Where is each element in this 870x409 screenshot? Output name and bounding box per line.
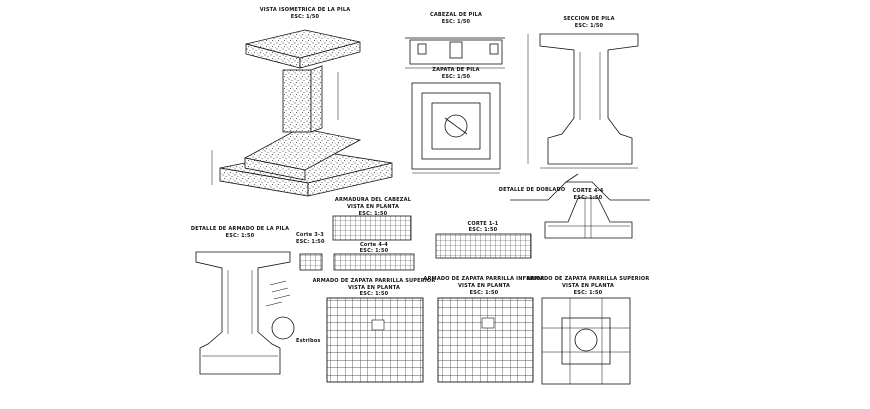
corte11-scale: ESC: 1:50 — [468, 227, 498, 233]
isometric-pile-view — [211, 29, 393, 197]
armadura-cabezal-subtitle: VISTA EN PLANTA — [346, 204, 400, 210]
corte11-title: CORTE 1-1 — [467, 221, 499, 227]
cabezal-scale: ESC: 1/50 — [441, 19, 471, 25]
zap-inf-subtitle: VISTA EN PLANTA — [457, 283, 511, 289]
cabezal-elevation — [405, 37, 505, 69]
corte11-section — [435, 233, 532, 259]
armadura-cabezal-title: ARMADURA DEL CABEZAL — [334, 197, 412, 203]
zap-sup-subtitle: VISTA EN PLANTA — [347, 285, 401, 291]
corte33-scale: ESC: 1:50 — [296, 239, 325, 245]
iso-footing-side — [307, 162, 393, 197]
zapata-scale: ESC: 1/50 — [441, 74, 471, 80]
iso-column — [282, 69, 312, 133]
doblado-title: DETALLE DE DOBLADO — [498, 187, 566, 193]
zap-inf-title: ARMADO DE ZAPATA PARRILLA INFERIOR — [423, 276, 545, 282]
zap-inf-scale: ESC: 1:50 — [469, 290, 499, 296]
armado-pila-title: DETALLE DE ARMADO DE LA PILA — [190, 226, 290, 232]
corte44b-title: Corte 4-4 — [360, 242, 388, 248]
zap-sup2-scale: ESC: 1:50 — [573, 290, 603, 296]
armado-pila-detail — [195, 251, 295, 375]
zapata-title: ZAPATA DE PILA — [432, 67, 480, 73]
corte44-section — [544, 197, 633, 239]
zap-sup2-title: ARMADO DE ZAPATA PARRILLA SUPERIOR — [526, 276, 650, 282]
zap-sup2-subtitle: VISTA EN PLANTA — [561, 283, 615, 289]
armadura-cabezal-scale: ESC: 1:50 — [358, 211, 388, 217]
corte33-title: Corte 3-3 — [296, 232, 324, 238]
iso-column-side — [310, 65, 323, 133]
seccion-pila — [527, 33, 639, 169]
doblado-detail — [510, 173, 650, 201]
seccion-title: SECCION DE PILA — [563, 16, 615, 22]
zapata-plan — [411, 82, 501, 174]
zap-sup-title: ARMADO DE ZAPATA PARRILLA SUPERIOR — [312, 278, 436, 284]
zapata-superior-grid — [326, 297, 424, 383]
seccion-scale: ESC: 1/50 — [574, 23, 604, 29]
zap-sup-scale: ESC: 1:50 — [359, 291, 389, 297]
iso-view-scale: ESC: 1/50 — [290, 14, 320, 20]
estribos-label: Estribos — [296, 338, 321, 344]
corte44-scale: ESC: 1:50 — [573, 195, 603, 201]
zapata-inferior-grid — [437, 297, 534, 383]
corte44b-scale: ESC: 1:50 — [359, 248, 389, 254]
iso-pedestal-front — [244, 157, 306, 181]
armado-pila-scale: ESC: 1:50 — [225, 233, 255, 239]
zapata-superior-plan-2 — [541, 297, 631, 385]
armadura-cabezal-plan — [299, 215, 415, 271]
cabezal-title: CABEZAL DE PILA — [429, 12, 483, 18]
corte44-title: CORTE 4-4 — [572, 188, 604, 194]
iso-cap-side — [299, 41, 361, 69]
iso-view-title: VISTA ISOMETRICA DE LA PILA — [259, 7, 351, 13]
